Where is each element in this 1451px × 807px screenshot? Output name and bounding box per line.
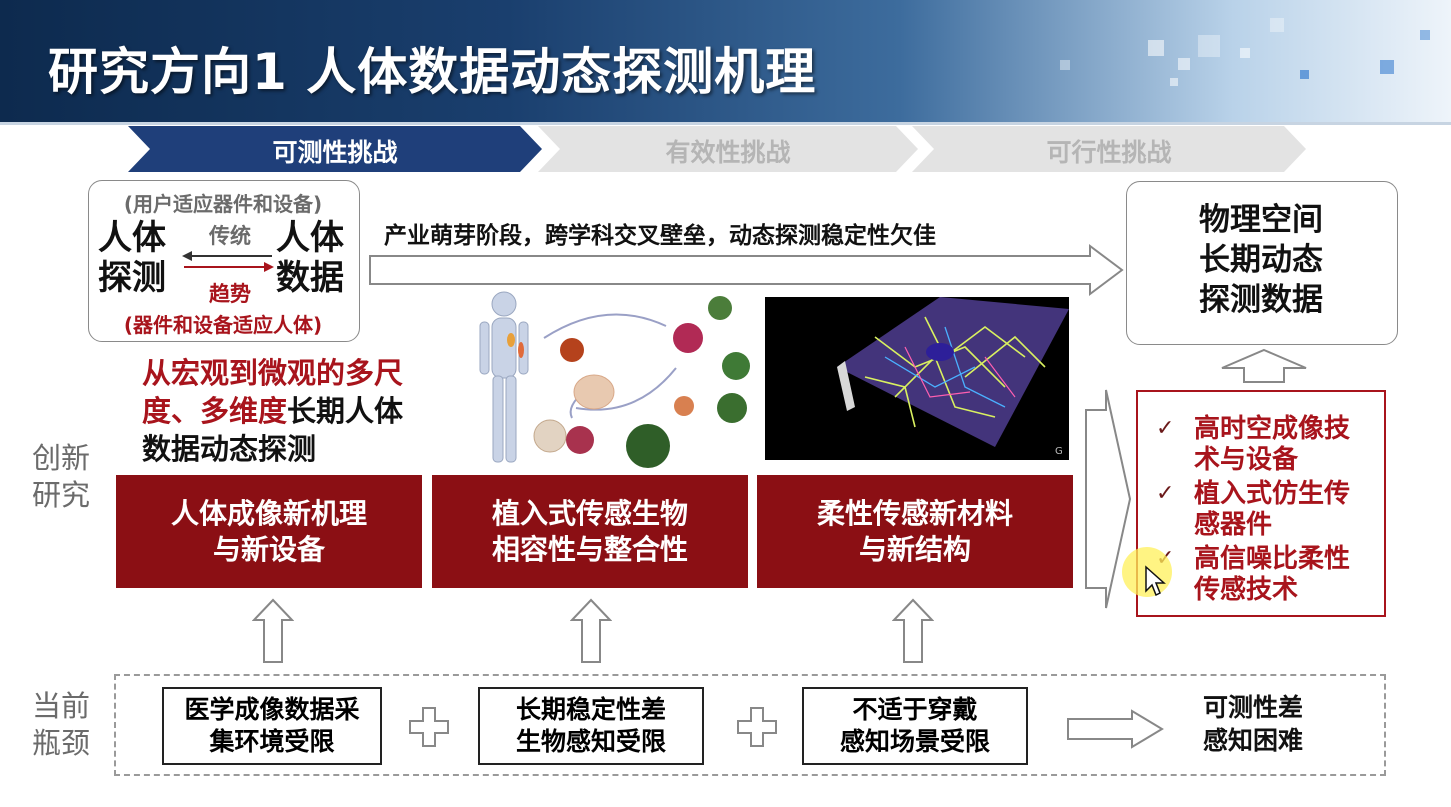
up-arrow-icon	[252, 598, 294, 663]
research-box-imaging-line1: 人体成像新机理	[170, 496, 367, 530]
challenge-label-feasibility: 可行性挑战	[1046, 138, 1172, 167]
trend-box	[88, 180, 360, 342]
traditional-label: 传统	[209, 224, 251, 248]
tech-item-3: 高信噪比柔性传感技术	[1194, 544, 1351, 605]
tech-item-1: 高时空成像技术与设备	[1194, 414, 1351, 475]
goal-box	[1126, 181, 1398, 345]
human-detection-label: 人体 探测	[98, 218, 166, 298]
title-banner	[0, 0, 1451, 124]
bottleneck-label: 当前 瓶颈	[32, 689, 91, 760]
bottleneck-container	[114, 674, 1386, 776]
chevron-feasibility	[912, 126, 1306, 172]
multiscale-black: 长期人体	[287, 394, 404, 428]
human-body-figure	[479, 291, 529, 463]
research-box-imaging-line2: 与新设备	[212, 532, 325, 566]
header-divider	[0, 122, 1451, 125]
neuron-microscopy-image: G	[765, 297, 1069, 460]
bottleneck-imaging: 医学成像数据采集环境受限	[162, 687, 382, 765]
long-right-arrow-icon	[369, 244, 1124, 296]
multiscale-red-2: 度、多维度	[142, 394, 288, 428]
trend-top-note: (用户适应器件和设备)	[123, 192, 323, 216]
bottleneck-result: 可测性差感知困难	[1202, 693, 1303, 755]
up-arrow-icon	[1221, 348, 1307, 383]
research-box-imaging: 人体成像新机理 与新设备	[116, 475, 422, 588]
human-data-label: 人体 数据	[276, 218, 344, 298]
research-box-flexible-line2: 与新结构	[858, 532, 971, 566]
bottleneck-stability: 长期稳定性差生物感知受限	[478, 687, 704, 765]
check-icon: ✓	[1156, 481, 1175, 506]
multiscale-line-3: 数据动态探测	[142, 432, 317, 466]
research-box-implant: 植入式传感生物 相容性与整合性	[432, 475, 748, 588]
challenge-label-effectiveness: 有效性挑战	[665, 138, 791, 167]
plus-icon	[737, 707, 777, 747]
multiscale-statement: 从宏观到微观的多尺 度、多维度长期人体 数据动态探测	[142, 354, 462, 468]
research-box-implant-line2: 相容性与整合性	[491, 532, 688, 566]
tech-item-2: 植入式仿生传感器件	[1194, 479, 1351, 540]
chevron-measurability	[128, 126, 542, 172]
right-arrow-icon	[1067, 709, 1164, 749]
bottleneck-wearable: 不适于穿戴感知场景受限	[802, 687, 1028, 765]
goal-line-3: 探测数据	[1199, 282, 1323, 318]
goal-line-2: 长期动态	[1199, 242, 1323, 278]
bracket-arrow-icon	[1085, 389, 1132, 609]
up-arrow-icon	[892, 598, 934, 663]
challenge-label-measurability: 可测性挑战	[272, 138, 398, 167]
innovation-label: 创新 研究	[32, 441, 91, 512]
multiscale-red-1: 从宏观到微观的多尺	[142, 356, 404, 390]
double-arrow-icon	[182, 251, 274, 272]
tech-list-box	[1136, 390, 1386, 617]
image-corner-letter: G	[1055, 446, 1063, 457]
trend-bottom-note: (器件和设备适应人体)	[123, 313, 323, 337]
research-box-flexible: 柔性传感新材料 与新结构	[757, 475, 1073, 588]
mouse-pointer-icon	[1145, 565, 1166, 597]
research-box-implant-line1: 植入式传感生物	[491, 496, 688, 530]
slide-title: 研究方向1 人体数据动态探测机理	[48, 43, 817, 101]
industry-stage-text: 产业萌芽阶段，跨学科交叉壁垒，动态探测稳定性欠佳	[384, 223, 936, 249]
plus-icon	[409, 707, 449, 747]
goal-line-1: 物理空间	[1199, 202, 1323, 238]
check-icon: ✓	[1156, 416, 1175, 441]
up-arrow-icon	[570, 598, 612, 663]
trend-label: 趋势	[209, 282, 251, 306]
chevron-effectiveness	[538, 126, 918, 172]
research-box-flexible-line1: 柔性传感新材料	[816, 496, 1013, 530]
body-cell-illustration	[479, 291, 750, 468]
